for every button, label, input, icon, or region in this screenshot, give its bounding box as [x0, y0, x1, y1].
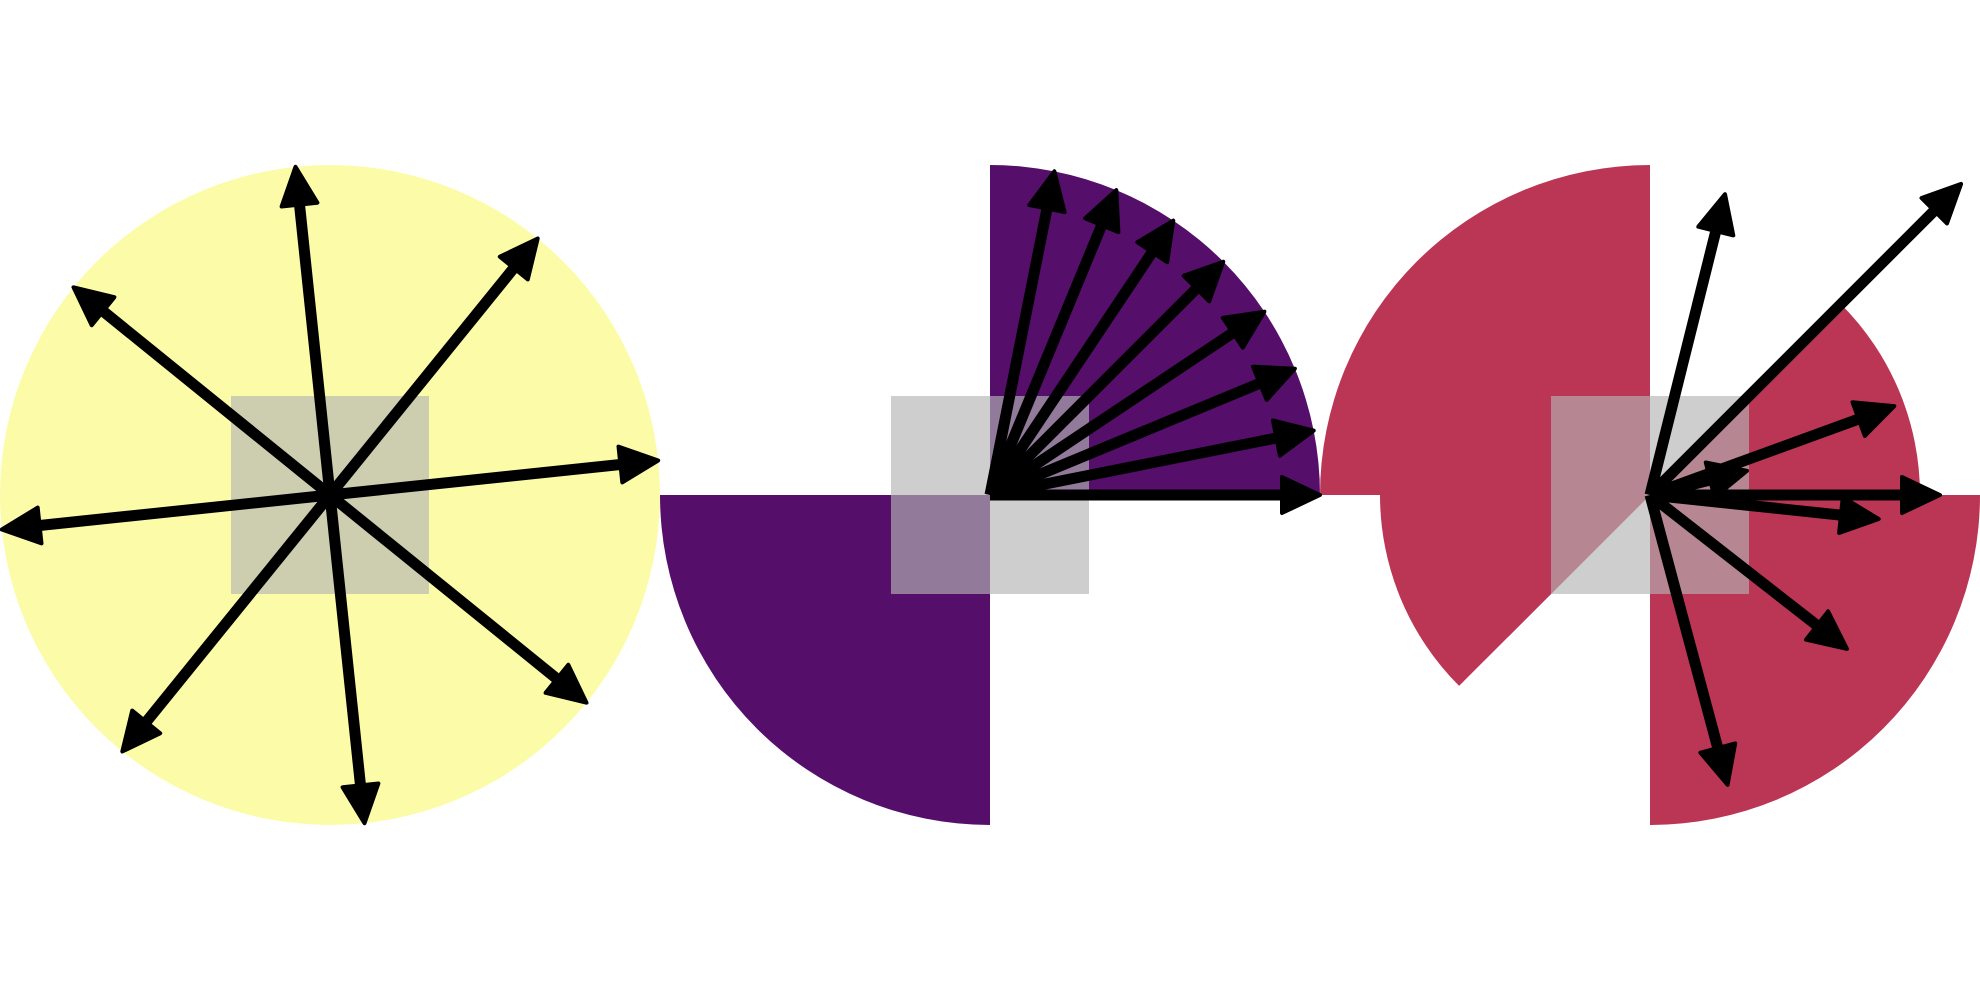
arrow-2-8-shaft	[984, 207, 1053, 497]
arrow-2-4	[986, 309, 1267, 500]
arrow-3-2-shaft	[1646, 206, 1939, 499]
arrow-2-4-shaft	[986, 328, 1236, 500]
arrow-1-4-head	[616, 444, 661, 485]
arrow-2-2-head	[1270, 418, 1316, 458]
arrow-1-8	[326, 490, 589, 705]
arrow-3-3-head	[1696, 192, 1736, 238]
arrow-2-4-head	[1220, 309, 1267, 350]
arrow-1-3-head	[71, 285, 117, 328]
arrow-2-7	[984, 188, 1121, 498]
arrow-1-5	[0, 489, 331, 546]
arrow-3-2	[1646, 181, 1964, 499]
arrow-3-4	[1648, 400, 1897, 501]
arrow-1-3-shaft	[99, 306, 334, 500]
arrow-1-5-head	[0, 505, 44, 546]
arrow-2-6	[985, 218, 1176, 499]
arrow-1-4-shaft	[329, 459, 621, 501]
arrow-2-5	[986, 259, 1226, 499]
arrow-1-2-head	[497, 236, 540, 282]
arrow-3-6	[1650, 475, 1942, 515]
arrow-2-3-head	[1250, 364, 1297, 402]
arrow-2-3-shaft	[987, 378, 1262, 501]
arrow-1-2	[325, 236, 540, 499]
arrow-2-8-head	[1027, 169, 1067, 215]
arrow-1-4	[329, 444, 661, 501]
arrow-3-3-shaft	[1644, 229, 1722, 497]
arrow-3-6-head	[1900, 475, 1942, 515]
arrow-3-4-head	[1850, 400, 1897, 438]
arrow-1-7	[324, 494, 381, 826]
arrow-3-8	[1644, 493, 1738, 787]
arrow-2-3	[987, 364, 1297, 501]
arrow-2-1-head	[1280, 475, 1322, 515]
arrow-1-1-head	[279, 164, 320, 209]
arrow-1-5-shaft	[39, 489, 331, 531]
arrow-2-7-head	[1083, 188, 1121, 235]
arrow-1-1	[279, 164, 336, 496]
arrow-3-3	[1644, 192, 1736, 497]
arrow-1-1-shaft	[294, 204, 336, 496]
arrow-1-6	[120, 491, 335, 754]
arrow-3-2-head	[1919, 181, 1964, 226]
arrow-3-8-head	[1698, 741, 1738, 787]
arrow-1-3	[71, 285, 334, 500]
arrow-2-5-head	[1181, 259, 1226, 304]
arrow-3-4-shaft	[1648, 413, 1861, 501]
arrow-3-5-head	[1837, 495, 1881, 535]
arrow-1-7-head	[340, 781, 381, 826]
arrow-3-7	[1646, 490, 1849, 651]
arrow-2-7-shaft	[984, 223, 1107, 498]
arrow-3-8-shaft	[1644, 493, 1724, 750]
arrow-3-7-head	[1804, 609, 1849, 651]
arrow-2-2-shaft	[988, 432, 1278, 501]
arrow-1-7-shaft	[324, 494, 366, 786]
arrow-1-8-shaft	[326, 490, 561, 684]
arrow-1-8-head	[543, 662, 589, 705]
arrow-1-6-shaft	[141, 491, 335, 726]
arrow-layer	[0, 164, 1964, 826]
arrow-2-8	[984, 169, 1067, 497]
arrow-2-6-shaft	[985, 249, 1157, 499]
arrow-1-2-shaft	[325, 264, 519, 499]
arrow-2-5-shaft	[986, 284, 1201, 499]
arrow-2-2	[988, 418, 1316, 501]
arrow-1-6-head	[120, 708, 163, 754]
arrow-2-6-head	[1135, 218, 1176, 265]
arrow-3-7-shaft	[1646, 490, 1821, 630]
arrow-2-1	[990, 475, 1322, 515]
